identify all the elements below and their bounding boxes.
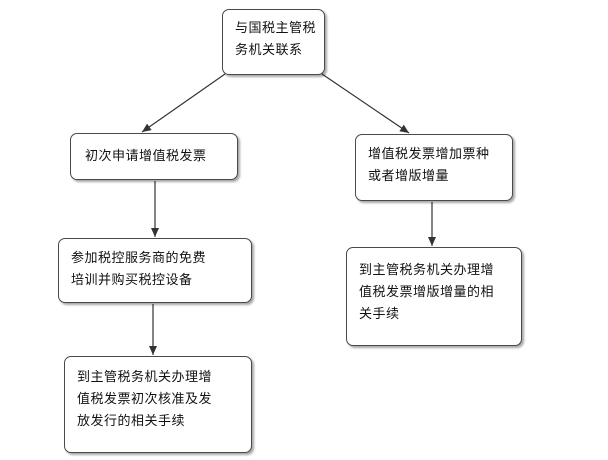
node-text-line: 关手续 <box>359 307 400 322</box>
node-text-line: 增值税发票增加票种 <box>368 147 490 162</box>
node-increase-invoice-types: 增值税发票增加票种 或者增版增量 <box>355 134 513 201</box>
node-text-line: 参加税控服务商的免费 <box>71 251 207 266</box>
node-text-line: 到主管税务机关办理增 <box>359 263 495 278</box>
node-text-line: 值税发票增版增量的相 <box>359 285 495 300</box>
node-initial-application: 初次申请增值税发票 <box>70 133 238 180</box>
node-training-and-purchase: 参加税控服务商的免费 培训并购买税控设备 <box>58 238 252 303</box>
node-text-line: 放发行的相关手续 <box>77 414 186 429</box>
node-text-line: 或者增版增量 <box>368 169 450 184</box>
node-text-line: 与国税主管税 <box>235 21 317 36</box>
arrow-root-to-increase <box>321 73 410 134</box>
node-text-line: 初次申请增值税发票 <box>85 149 207 164</box>
node-text-line: 值税发票初次核准及发 <box>77 392 213 407</box>
node-text-line: 务机关联系 <box>235 43 303 58</box>
arrow-root-to-initial <box>141 73 226 133</box>
node-text-line: 到主管税务机关办理增 <box>77 370 213 385</box>
node-text-line: 培训并购买税控设备 <box>71 273 193 288</box>
node-increase-quantity-procedures: 到主管税务机关办理增 值税发票增版增量的相 关手续 <box>346 247 522 346</box>
node-initial-approval-procedures: 到主管税务机关办理增 值税发票初次核准及发 放发行的相关手续 <box>64 356 252 453</box>
node-contact-tax-authority: 与国税主管税 务机关联系 <box>222 9 325 75</box>
